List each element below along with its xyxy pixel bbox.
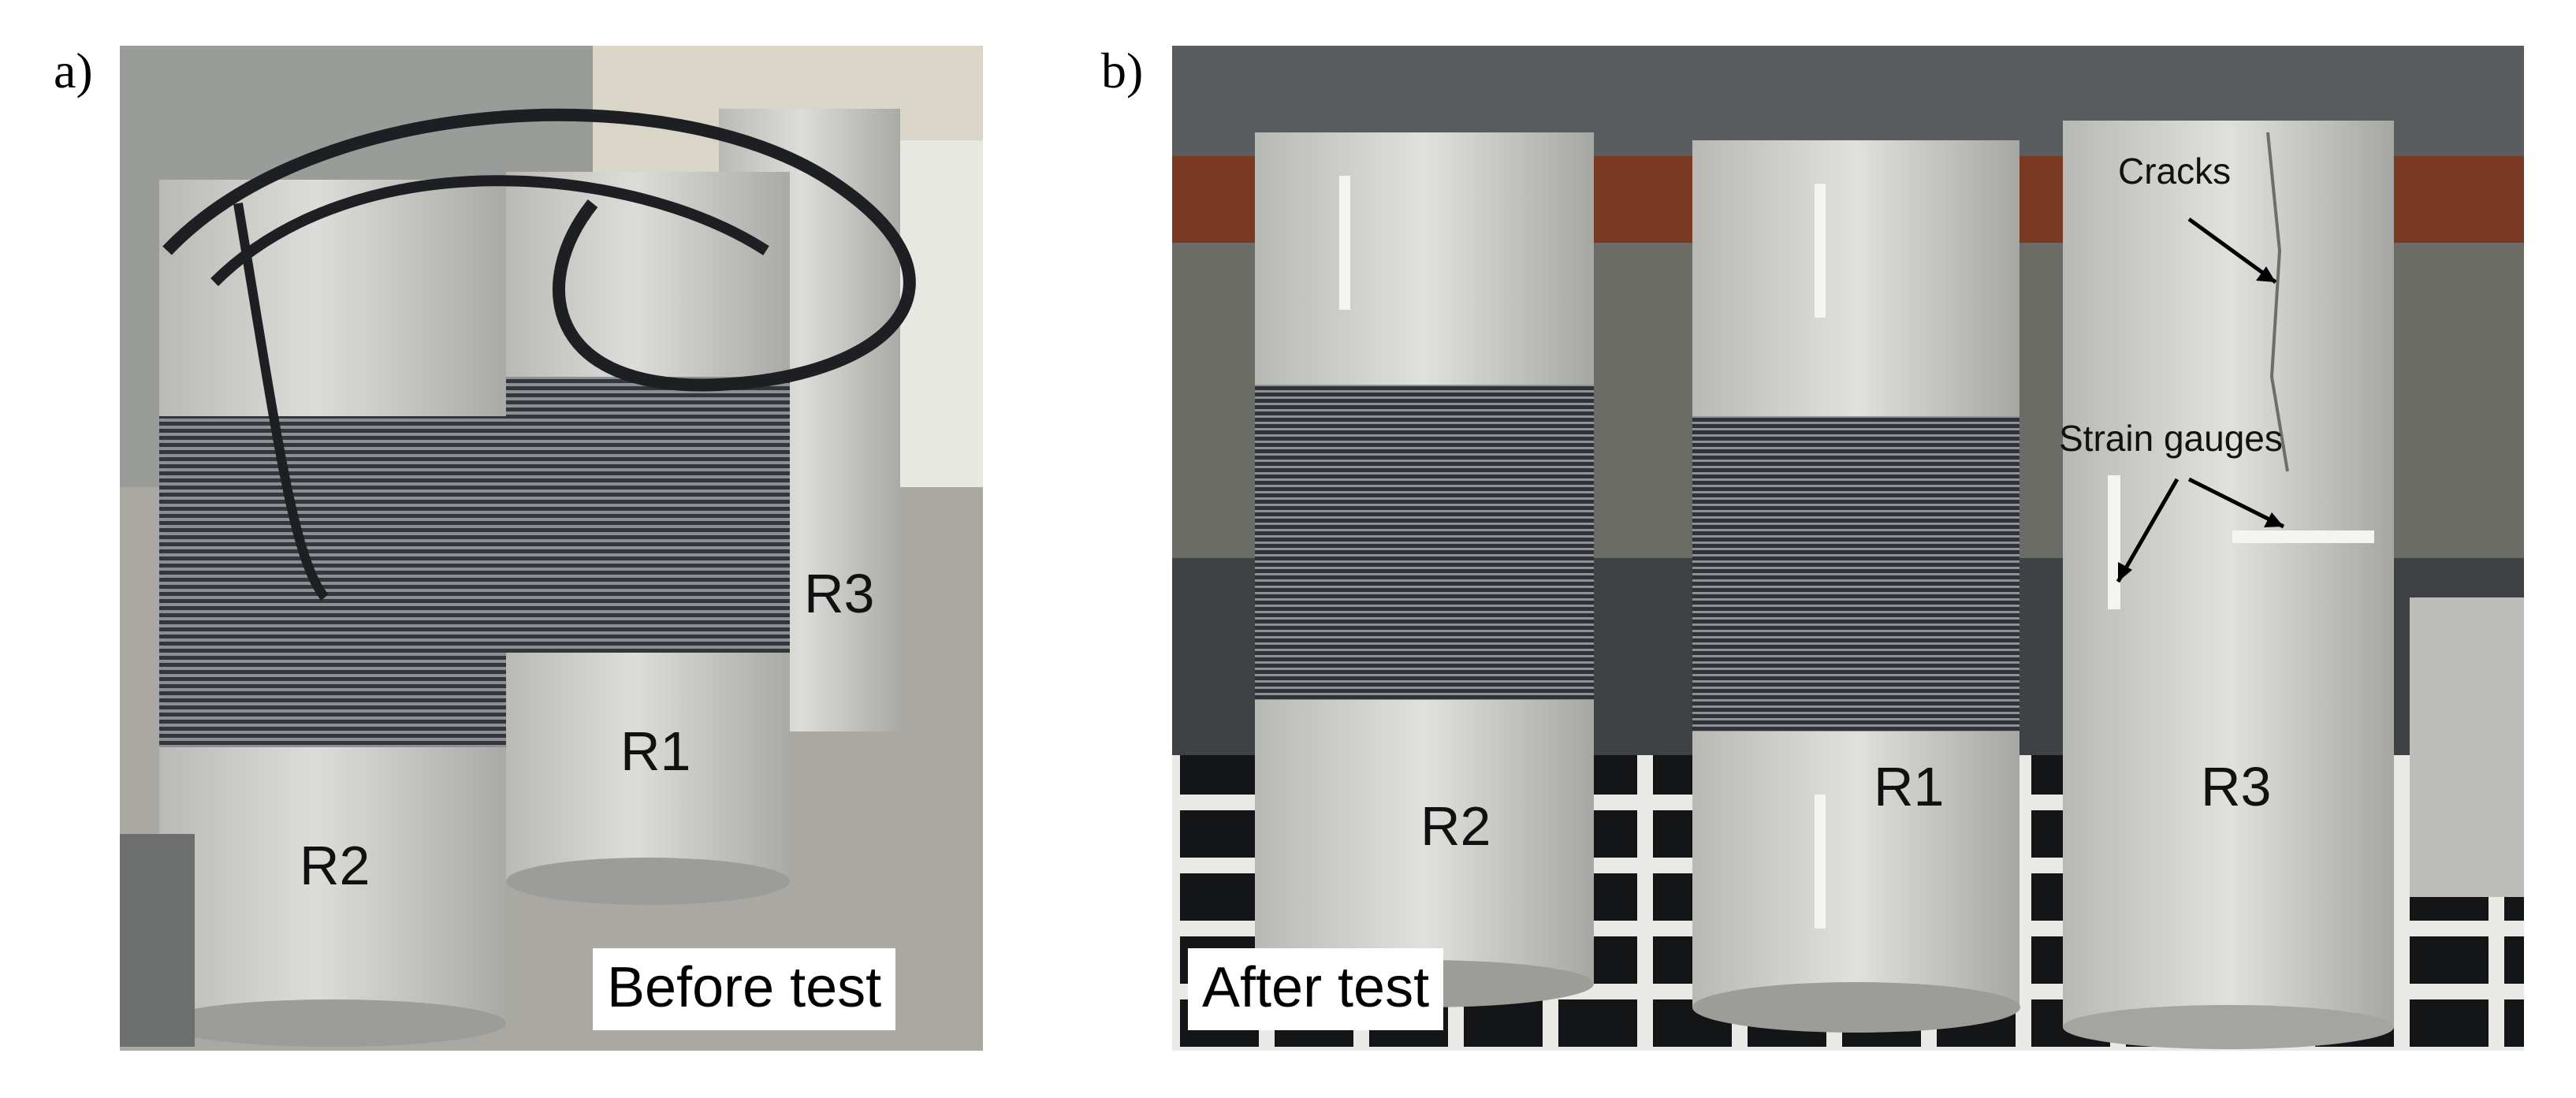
before-test-caption: Before test bbox=[593, 948, 896, 1030]
panel-b-label: b) bbox=[1101, 43, 1144, 99]
specimen-label-r1-after: R1 bbox=[1874, 756, 1945, 817]
before-test-scene bbox=[120, 46, 983, 1051]
after-test-caption: After test bbox=[1188, 948, 1444, 1030]
strain-gauges-annotation: Strain gauges bbox=[2059, 418, 2283, 459]
cracks-annotation: Cracks bbox=[2118, 151, 2232, 192]
panel-a-label: a) bbox=[54, 43, 93, 99]
specimen-label-r2-before: R2 bbox=[300, 835, 370, 896]
specimen-label-r3-before: R3 bbox=[804, 563, 875, 624]
specimen-label-r2-after: R2 bbox=[1420, 795, 1491, 857]
photo-before-test: R2 R1 R3 Before test bbox=[120, 46, 983, 1051]
after-test-scene bbox=[1172, 46, 2524, 1051]
specimen-label-r1-before: R1 bbox=[620, 720, 691, 782]
specimen-label-r3-after: R3 bbox=[2201, 756, 2272, 817]
photo-after-test: Cracks Strain gauges R2 R1 R3 After test bbox=[1172, 46, 2524, 1051]
